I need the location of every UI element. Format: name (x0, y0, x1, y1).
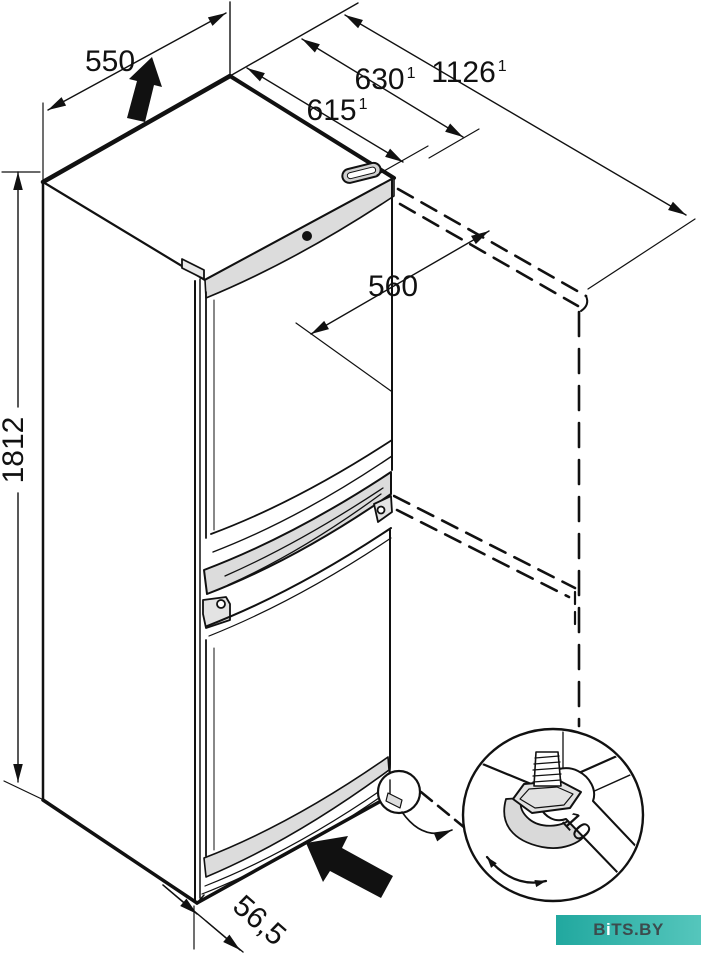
freezer-door-bottom-cap (203, 756, 390, 878)
label-interior-560: 560 (367, 270, 419, 303)
rotate-arrow-icon (485, 855, 548, 888)
cabinet-body (40, 73, 396, 905)
watermark-text: B (593, 920, 606, 939)
label-height-1812: 1812 (0, 416, 30, 484)
pull-out-arrow-icon (127, 57, 162, 122)
top-cap-screw (302, 231, 312, 241)
detail-leader-line (401, 811, 453, 842)
dimension-560 (295, 230, 490, 392)
freezer-door (201, 527, 392, 895)
dimension-550 (42, 1, 231, 181)
push-in-arrow-icon (306, 836, 393, 898)
handle-screw-right (376, 505, 386, 515)
dimension-1126 (344, 14, 696, 290)
handle-screw-left (216, 599, 226, 609)
open-door-dashed-outline (392, 187, 589, 830)
label-depth-550: 550 (84, 45, 136, 78)
foot-callout (376, 769, 453, 842)
foot-detail-view (461, 727, 645, 903)
dimension-56-5 (162, 884, 244, 953)
dimension-1812 (1, 171, 49, 803)
